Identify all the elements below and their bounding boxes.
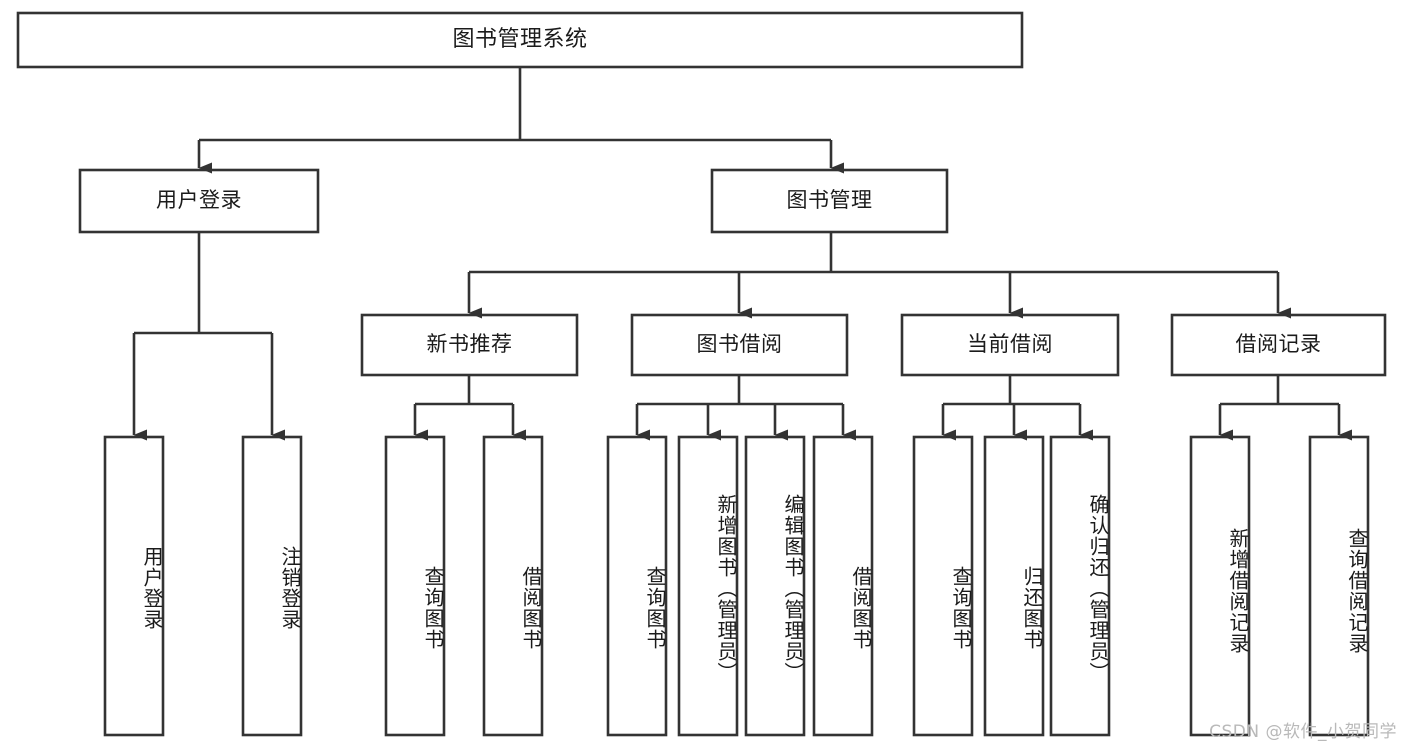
connector-lines	[132, 67, 1352, 441]
leaf-box-confirm-return-admin[interactable]	[1049, 435, 1111, 737]
node-box-root[interactable]	[16, 11, 1024, 69]
leaf-box-borrow-book-1[interactable]	[482, 435, 544, 737]
leaf-box-logout[interactable]	[241, 435, 303, 737]
leaf-box-return-book[interactable]	[983, 435, 1045, 737]
leaf-box-add-borrow-record[interactable]	[1189, 435, 1251, 737]
leaf-box-add-book-admin[interactable]	[677, 435, 739, 737]
leaf-box-user-login[interactable]	[103, 435, 165, 737]
node-box-borrow-record[interactable]	[1170, 313, 1387, 377]
leaf-box-query-book-1[interactable]	[384, 435, 446, 737]
leaf-box-edit-book-admin[interactable]	[744, 435, 806, 737]
node-box-book-management[interactable]	[710, 168, 949, 234]
leaf-box-query-borrow-record[interactable]	[1308, 435, 1370, 737]
node-box-book-borrow[interactable]	[630, 313, 849, 377]
leaf-box-query-book-2[interactable]	[606, 435, 668, 737]
node-box-new-book-recommend[interactable]	[360, 313, 579, 377]
node-box-user-login[interactable]	[78, 168, 320, 234]
node-boxes	[16, 11, 1387, 737]
node-box-current-borrow[interactable]	[900, 313, 1120, 377]
leaf-box-borrow-book-2[interactable]	[812, 435, 874, 737]
leaf-box-query-book-3[interactable]	[912, 435, 974, 737]
